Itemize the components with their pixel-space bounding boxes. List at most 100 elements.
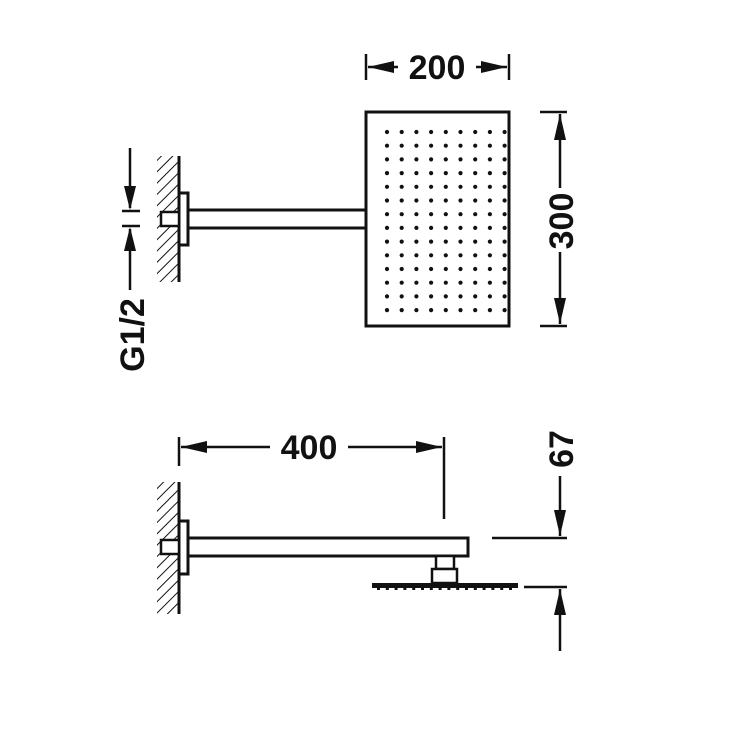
nozzle-dot — [414, 253, 419, 258]
nozzle-dot — [443, 143, 448, 148]
nozzle-dot — [458, 225, 463, 230]
side-nozzle-tick — [403, 588, 407, 590]
nozzle-dot — [399, 129, 404, 135]
nozzle-dot — [502, 294, 507, 299]
nozzle-dot — [473, 225, 478, 230]
nozzle-dot — [458, 239, 463, 244]
side-nozzle-tick — [465, 588, 468, 590]
nozzle-dot — [487, 129, 492, 135]
nozzle-dot — [502, 239, 507, 244]
nozzle-dot — [473, 198, 478, 203]
side-nozzle-tick — [500, 588, 504, 590]
nozzle-dot — [443, 266, 448, 272]
nozzle-dot — [502, 253, 507, 258]
nozzle-dot — [487, 171, 492, 176]
nozzle-dot — [384, 157, 390, 162]
nozzle-dot — [502, 266, 507, 272]
dimension-arm-length: 400 — [177, 429, 446, 519]
nozzle-dot — [473, 239, 478, 244]
nozzle-dot — [399, 280, 404, 285]
side-nozzle-tick — [385, 588, 389, 590]
nozzle-dot — [429, 157, 434, 162]
nozzle-dot — [384, 294, 390, 299]
nozzle-dot — [487, 198, 492, 203]
nozzle-dot — [429, 212, 434, 217]
nozzle-dot — [458, 198, 463, 203]
nozzle-dot — [487, 225, 492, 230]
nozzle-dot — [399, 225, 404, 230]
nozzle-dot — [429, 171, 434, 176]
shower-arm-side — [186, 536, 470, 558]
nozzle-dot — [502, 129, 507, 135]
nozzle-dot — [414, 198, 419, 203]
nozzle-dot — [414, 129, 419, 135]
nozzle-dot — [429, 225, 434, 230]
nozzle-dot — [458, 212, 463, 217]
nozzle-dot — [414, 225, 419, 230]
nozzle-dot — [429, 280, 434, 285]
nozzle-dot — [414, 308, 419, 313]
side-nozzle-tick — [412, 588, 416, 590]
nozzle-dot — [502, 280, 507, 285]
nozzle-dot — [399, 171, 404, 176]
nozzle-dot — [487, 143, 492, 148]
nozzle-dot — [384, 129, 390, 135]
nozzle-dot — [443, 294, 448, 299]
side-nozzle-tick — [377, 588, 380, 590]
dimension-drop-height: 67 — [492, 430, 581, 651]
nozzle-dot — [429, 239, 434, 244]
nozzle-dot — [458, 253, 463, 258]
nozzle-dot — [384, 198, 390, 203]
nozzle-dot — [458, 308, 463, 313]
nozzle-dot — [473, 294, 478, 299]
nozzle-dot — [502, 308, 507, 313]
nozzle-dot — [487, 157, 492, 162]
nozzle-dot — [443, 171, 448, 176]
nozzle-dot — [443, 129, 448, 135]
nozzle-dot — [429, 198, 434, 203]
nozzle-dot — [429, 308, 434, 313]
nozzle-dot — [473, 266, 478, 272]
nozzle-dot — [473, 308, 478, 313]
nozzle-dot — [487, 184, 492, 189]
side-nozzle-tick — [491, 588, 495, 590]
head-connector-nut — [430, 567, 459, 585]
nozzle-dot — [414, 184, 419, 189]
nozzle-dot — [384, 171, 390, 176]
nozzle-dot — [487, 294, 492, 299]
nozzle-dot — [458, 171, 463, 176]
nozzle-dot — [473, 129, 478, 135]
nozzle-dot — [443, 212, 448, 217]
nozzle-dot — [414, 143, 419, 148]
shower-head-side — [372, 583, 518, 588]
side-nozzle-tick — [438, 588, 442, 590]
nozzle-dot — [429, 253, 434, 258]
side-nozzle-tick — [447, 588, 451, 590]
shower-arm-top — [186, 208, 368, 230]
inlet-stub-top — [159, 210, 181, 228]
nozzle-dot — [458, 129, 463, 135]
dimension-head-width: 200 — [364, 49, 511, 87]
nozzle-dot — [399, 253, 404, 258]
nozzle-dot — [429, 266, 434, 272]
nozzle-dot — [429, 294, 434, 299]
nozzle-dot — [384, 239, 390, 244]
side-nozzle-tick — [509, 588, 512, 590]
nozzle-dot — [399, 239, 404, 244]
nozzle-dot — [458, 157, 463, 162]
nozzle-dot — [414, 212, 419, 217]
nozzle-dot — [399, 143, 404, 148]
nozzle-dot — [384, 308, 390, 313]
nozzle-dot — [399, 198, 404, 203]
nozzle-dot — [443, 225, 448, 230]
nozzle-dot — [384, 253, 390, 258]
nozzle-dot — [502, 198, 507, 203]
nozzle-dot — [384, 225, 390, 230]
nozzle-dot — [414, 294, 419, 299]
top-view: 200 300 G1/2 — [114, 49, 581, 372]
head-height-label: 300 — [543, 193, 581, 250]
nozzle-dot — [473, 212, 478, 217]
nozzle-dot — [502, 212, 507, 217]
nozzle-dot — [487, 212, 492, 217]
head-width-label: 200 — [409, 49, 466, 87]
